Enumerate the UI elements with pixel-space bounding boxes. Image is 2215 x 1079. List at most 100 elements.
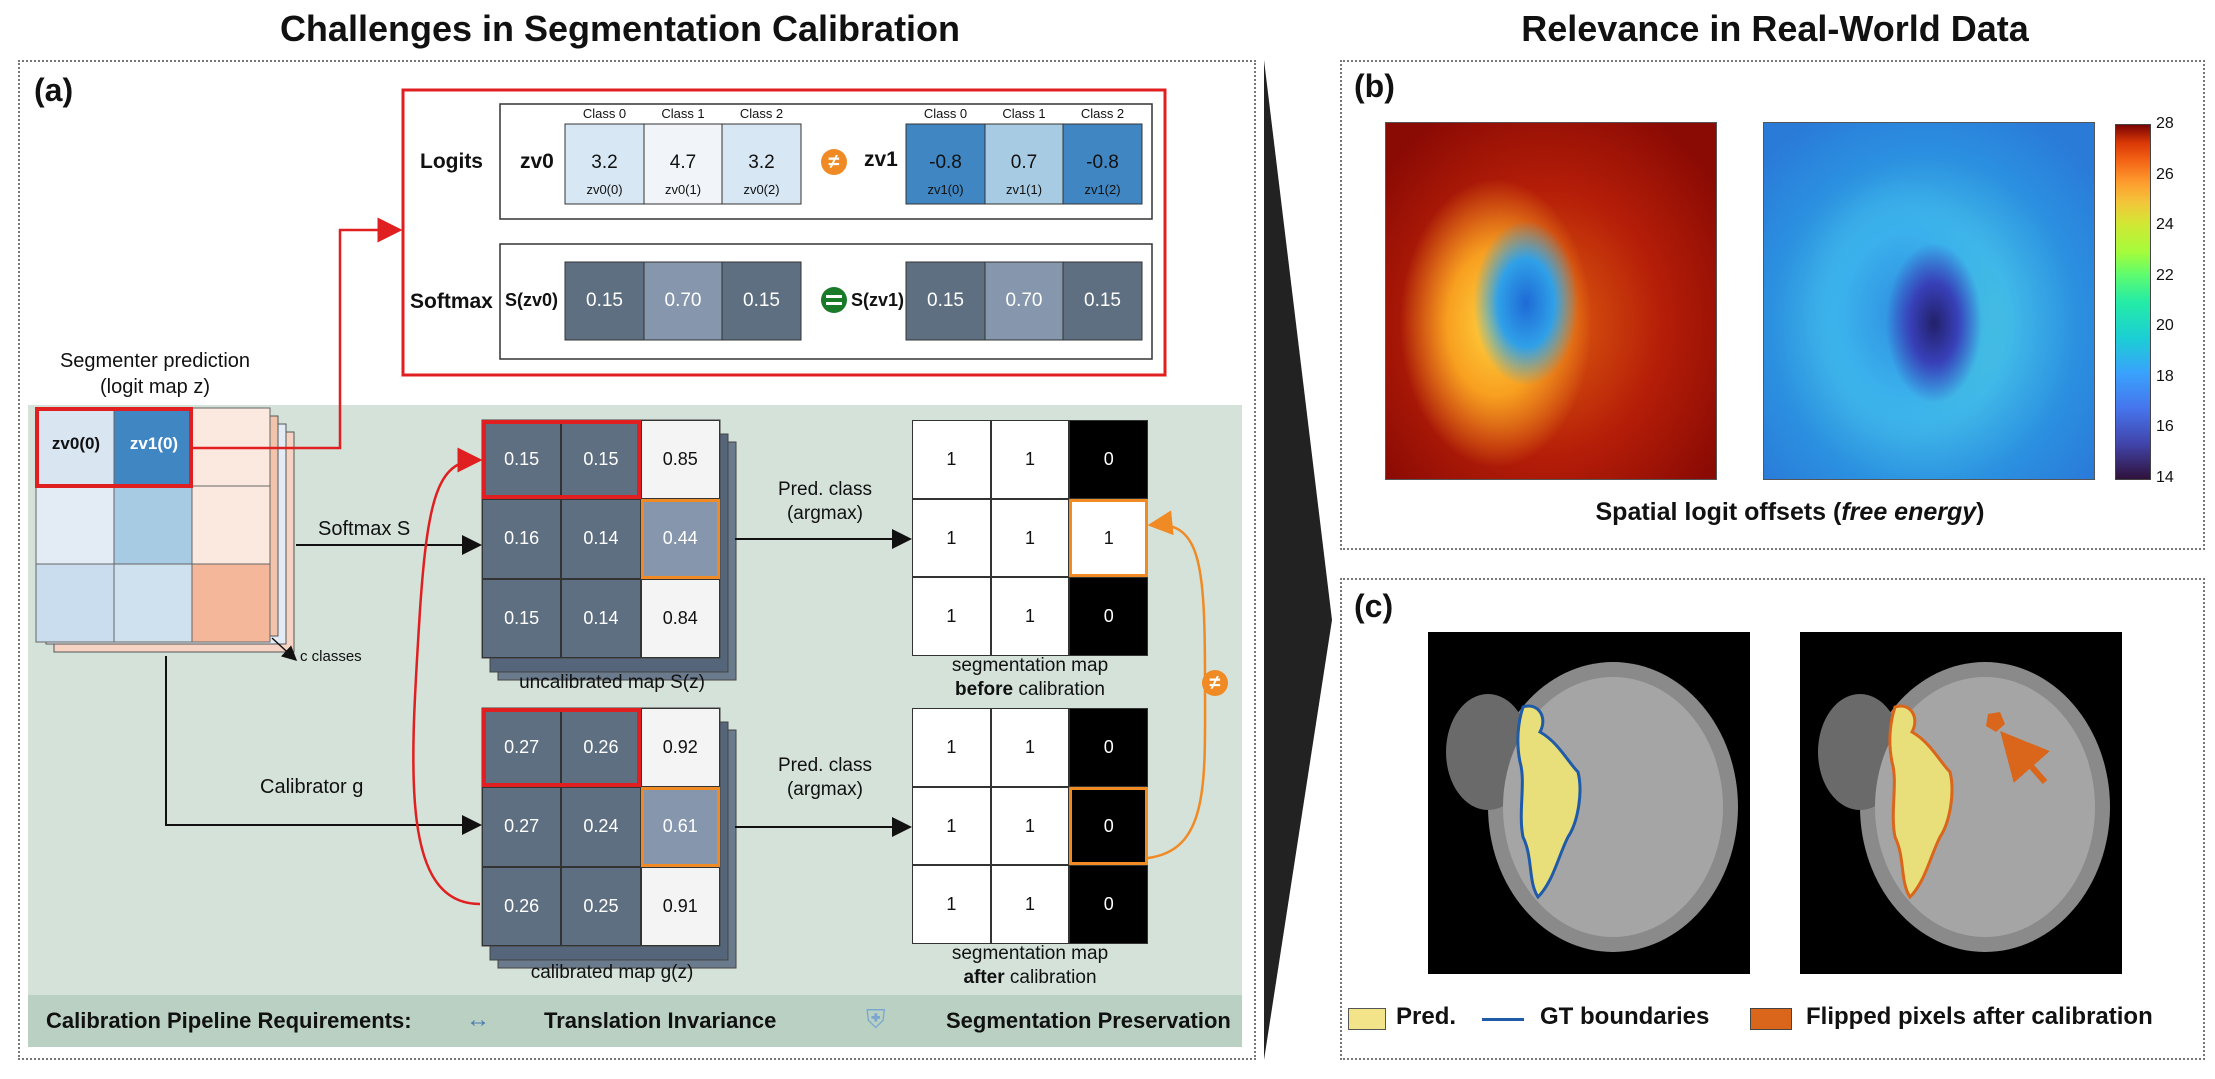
pred-class-line1: Pred. class — [778, 479, 872, 500]
grid-cell: 0.26 — [482, 866, 562, 946]
grid-cell: 0.16 — [482, 499, 562, 579]
softmax-value: 0.70 — [664, 290, 702, 311]
grid-cell: 0.91 — [640, 866, 720, 946]
not-equal-icon-logits — [821, 149, 847, 175]
mri-image-left — [1428, 632, 1750, 974]
softmax-label: Softmax — [410, 290, 493, 313]
panel-b-caption-suffix: ) — [1976, 498, 1985, 526]
seg-after-caption-line1: segmentation map — [951, 943, 1109, 964]
seg-before-caption-line1: segmentation map — [951, 655, 1109, 676]
logit-v1-sub: zv1(2) — [1084, 182, 1121, 197]
class-header: Class 2 — [739, 106, 784, 121]
colorbar — [2115, 124, 2151, 480]
shield-icon: ⛨ — [866, 1004, 886, 1034]
colorbar-tick-label: 18 — [2156, 367, 2174, 385]
seg-cell: 1 — [912, 577, 991, 657]
softmax-value: 0.15 — [743, 290, 780, 311]
mri-image-right — [1800, 632, 2122, 974]
grid-cell: 0.44 — [640, 499, 720, 579]
panel-b-caption-italic: free energy — [1841, 498, 1977, 526]
heatmap-right — [1763, 122, 2095, 480]
logit-v1-value: 0.7 — [1010, 152, 1038, 173]
class-header: Class 2 — [1080, 106, 1125, 121]
segmenter-label-line1: Segmenter prediction — [59, 350, 251, 372]
translation-icon: ↔ — [466, 1006, 490, 1033]
grid-cell: 0.85 — [640, 420, 720, 500]
not-equal-glyph: ≠ — [828, 151, 840, 173]
seg-before-caption-bold: before — [955, 679, 1014, 700]
requirements-label: Calibration Pipeline Requirements: — [46, 1008, 412, 1033]
panel-c — [1340, 578, 2205, 1060]
seg-cell: 1 — [912, 498, 991, 578]
seg-cell: 0 — [1069, 865, 1149, 945]
seg-cell: 1 — [1069, 498, 1149, 578]
logit-v1-value: -0.8 — [1086, 152, 1119, 173]
seg-cell: 1 — [990, 708, 1070, 787]
grid-cell: 0.15 — [482, 578, 562, 658]
left-title: Challenges in Segmentation Calibration — [279, 8, 961, 49]
panel-a — [18, 60, 1256, 1060]
separator-arrow — [1264, 60, 1332, 1060]
pred-class-line1: Pred. class — [778, 755, 872, 776]
logit-v0-value: 3.2 — [748, 152, 775, 173]
seg-cell: 0 — [1069, 577, 1149, 657]
pred-class-label-after: Pred. class (argmax) — [745, 754, 905, 802]
colorbar-tick-label: 16 — [2156, 418, 2174, 436]
seg-cell: 1 — [990, 498, 1070, 578]
grid-cell: 0.27 — [482, 708, 562, 788]
grid-cell: 0.92 — [640, 708, 720, 788]
seg-cell: 0 — [1069, 786, 1149, 866]
seg-after-caption-bold: after — [963, 967, 1005, 988]
seg-cell: 1 — [912, 865, 991, 945]
seg-after-caption-rest: calibration — [1009, 967, 1097, 988]
logit-v0-sub: zv0(0) — [586, 182, 623, 197]
logit-v0-sub: zv0(1) — [664, 182, 702, 197]
pred-class-label-before: Pred. class (argmax) — [745, 478, 905, 526]
red-connector — [192, 217, 403, 450]
colorbar-tick-label: 20 — [2156, 317, 2174, 335]
cell-z1-label: zv1(0) — [129, 434, 179, 453]
class-header: Class 0 — [923, 106, 968, 121]
translation-invariance-label: Translation Invariance — [544, 1008, 777, 1033]
seg-cell: 1 — [990, 420, 1070, 499]
pair-highlight — [482, 708, 641, 788]
legend-gt-label: GT boundaries — [1540, 1003, 1710, 1030]
class-header: Class 1 — [1002, 106, 1046, 121]
panel-b-caption-prefix: Spatial logit offsets ( — [1595, 498, 1842, 526]
zv1-label: zv1 — [864, 148, 898, 171]
grid-cell: 0.24 — [561, 787, 641, 867]
legend-pred-label: Pred. — [1396, 1003, 1457, 1030]
seg-cell: 0 — [1069, 708, 1149, 787]
grid-cell: 0.25 — [561, 866, 641, 946]
red-curve-arrow — [412, 447, 483, 906]
softmax-value: 0.15 — [586, 290, 623, 311]
softmax-value: 0.15 — [927, 290, 964, 311]
grid-cell: 0.27 — [482, 787, 562, 867]
seg-before-caption-rest: calibration — [1018, 679, 1105, 700]
legend-gt-line — [1482, 1018, 1524, 1021]
grid-cell: 0.84 — [640, 578, 720, 658]
calibrator-arrow — [165, 656, 482, 835]
panel-b-label: (b) — [1354, 68, 1395, 104]
requirements-bar — [28, 995, 1242, 1047]
segmenter-label: Segmenter prediction (logit map z) — [30, 348, 280, 400]
panel-b-caption: Spatial logit offsets (free energy) — [1500, 498, 2080, 527]
colorbar-tick-label: 28 — [2156, 115, 2174, 132]
logit-v1-value: -0.8 — [929, 152, 962, 173]
pair-highlight — [482, 420, 641, 500]
right-title: Relevance in Real-World Data — [1521, 8, 2029, 49]
grid-cell: 0.14 — [561, 578, 641, 658]
softmax-arrow-label: Softmax S — [318, 518, 411, 540]
pred-class-line2: (argmax) — [786, 503, 863, 524]
colorbar-tick-label: 26 — [2156, 165, 2174, 183]
seg-cell: 1 — [990, 786, 1070, 866]
seg-before-caption: segmentation map before calibration — [900, 654, 1160, 702]
logit-v1-sub: zv1(0) — [927, 182, 964, 197]
legend-flipped-label: Flipped pixels after calibration — [1806, 1003, 2153, 1030]
grid-cell: 0.61 — [640, 787, 720, 867]
logit-v0-value: 3.2 — [591, 152, 618, 173]
